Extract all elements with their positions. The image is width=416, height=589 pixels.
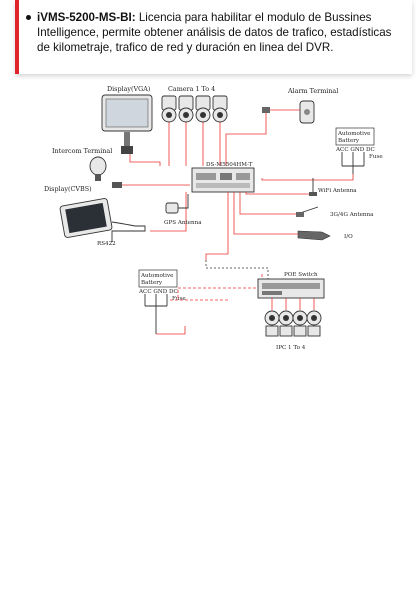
- display-vga-icon: [101, 94, 153, 154]
- battery-bottom-line1: Automotive: [140, 273, 174, 279]
- poe-switch-label: POE Switch: [284, 272, 318, 278]
- battery-bottom-pins: ACC GND DC: [138, 289, 178, 295]
- feature-description: Licencia para habilitar el modulo de Bus…: [37, 11, 392, 54]
- antenna-3g4g-label: 3G/4G Antenna: [330, 212, 374, 218]
- dvr-model-label: DS-M5504HM-T: [206, 162, 253, 168]
- gps-antenna-label: GPS Antenna: [164, 220, 202, 226]
- feature-card: [15, 0, 412, 74]
- display-cvbs-icon: [59, 198, 113, 238]
- wifi-antenna-icon: [309, 178, 317, 196]
- alarm-terminal-label: Alarm Terminal: [287, 87, 338, 95]
- intercom-terminal-label: Intercom Terminal: [52, 147, 112, 155]
- battery-bottom-fuse: Fuse: [172, 296, 186, 302]
- rs422-label: RS422: [97, 241, 116, 247]
- battery-bottom-line2: Battery: [141, 280, 163, 286]
- battery-top: Automotive Battery ACC GND DC Fuse: [335, 127, 383, 174]
- io-cable-icon: [297, 230, 331, 241]
- battery-bottom: Automotive Battery ACC GND DC Fuse: [138, 269, 186, 334]
- ipc-label: IPC 1 To 4: [276, 345, 306, 351]
- feature-bullet: iVMS-5200-MS-BI: Licencia para habilitar…: [37, 10, 397, 55]
- feature-name: iVMS-5200-MS-BI:: [37, 11, 136, 24]
- camera-label: Camera 1 To 4: [168, 85, 215, 93]
- poe-switch-unit: [257, 278, 325, 299]
- battery-top-fuse: Fuse: [369, 154, 383, 160]
- ipc-icons: [264, 310, 322, 337]
- wiring-diagram: Display(VGA) Camera 1 To 4 Alarm Termina…: [44, 85, 383, 351]
- dvr-unit: [191, 167, 255, 193]
- intercom-icon: [89, 156, 122, 188]
- display-vga-label: Display(VGA): [107, 85, 150, 93]
- display-cvbs-label: Display(CVBS): [44, 185, 92, 193]
- io-label: I/O: [344, 234, 353, 240]
- battery-top-line1: Automotive: [337, 131, 371, 137]
- antenna-3g4g-icon: [296, 206, 319, 217]
- wifi-antenna-label: WiFi Antenna: [318, 188, 357, 194]
- alarm-terminal-icon: [262, 100, 315, 124]
- camera-icons: [161, 95, 228, 123]
- battery-top-line2: Battery: [338, 138, 360, 144]
- battery-top-pins: ACC GND DC: [335, 147, 375, 153]
- gps-antenna-icon: [165, 194, 189, 214]
- bullet-icon: [26, 15, 31, 20]
